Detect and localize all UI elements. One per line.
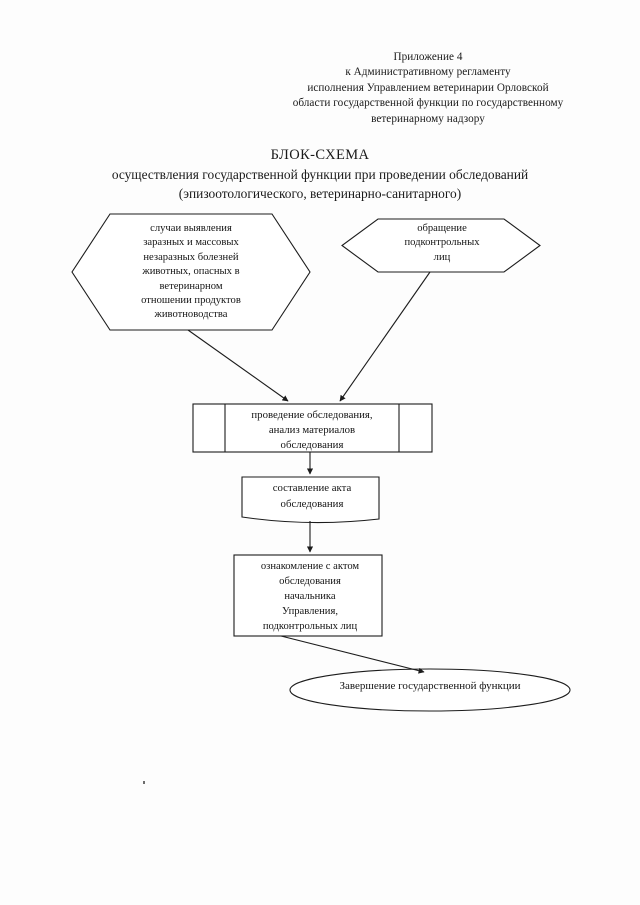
header-line-3: исполнения Управлением ветеринарии Орлов… <box>307 81 549 94</box>
header-line-5: ветеринарному надзору <box>371 112 485 125</box>
familiarize-box-shape <box>233 554 383 637</box>
scan-artifact-speck <box>143 781 145 784</box>
end-ellipse-shape <box>289 668 571 712</box>
title-subtitle-line-1: осуществления государственной функции пр… <box>111 167 529 182</box>
header-line-4: области государственной функции по госуд… <box>292 97 564 110</box>
hexagon-right-shape <box>341 218 541 273</box>
title-subtitle-line-2: (эпизоотологического, ветеринарно-санита… <box>178 186 462 201</box>
document-header: Приложение 4 к Административному регламе… <box>228 50 628 127</box>
act-box-shape <box>241 476 380 524</box>
page-title: БЛОК-СХЕМА <box>270 147 370 163</box>
connector-familiarize-to-end <box>280 635 425 674</box>
hexagon-left-shape <box>71 213 311 331</box>
header-line-2: к Административному регламенту <box>345 66 511 79</box>
document-title-block: БЛОК-СХЕМА осуществления государственной… <box>40 145 600 203</box>
connector-hex-right-to-process <box>339 271 431 402</box>
connector-hex-left-to-process <box>187 329 289 402</box>
process-box-shape <box>192 403 433 453</box>
header-line-1: Приложение 4 <box>393 51 463 63</box>
